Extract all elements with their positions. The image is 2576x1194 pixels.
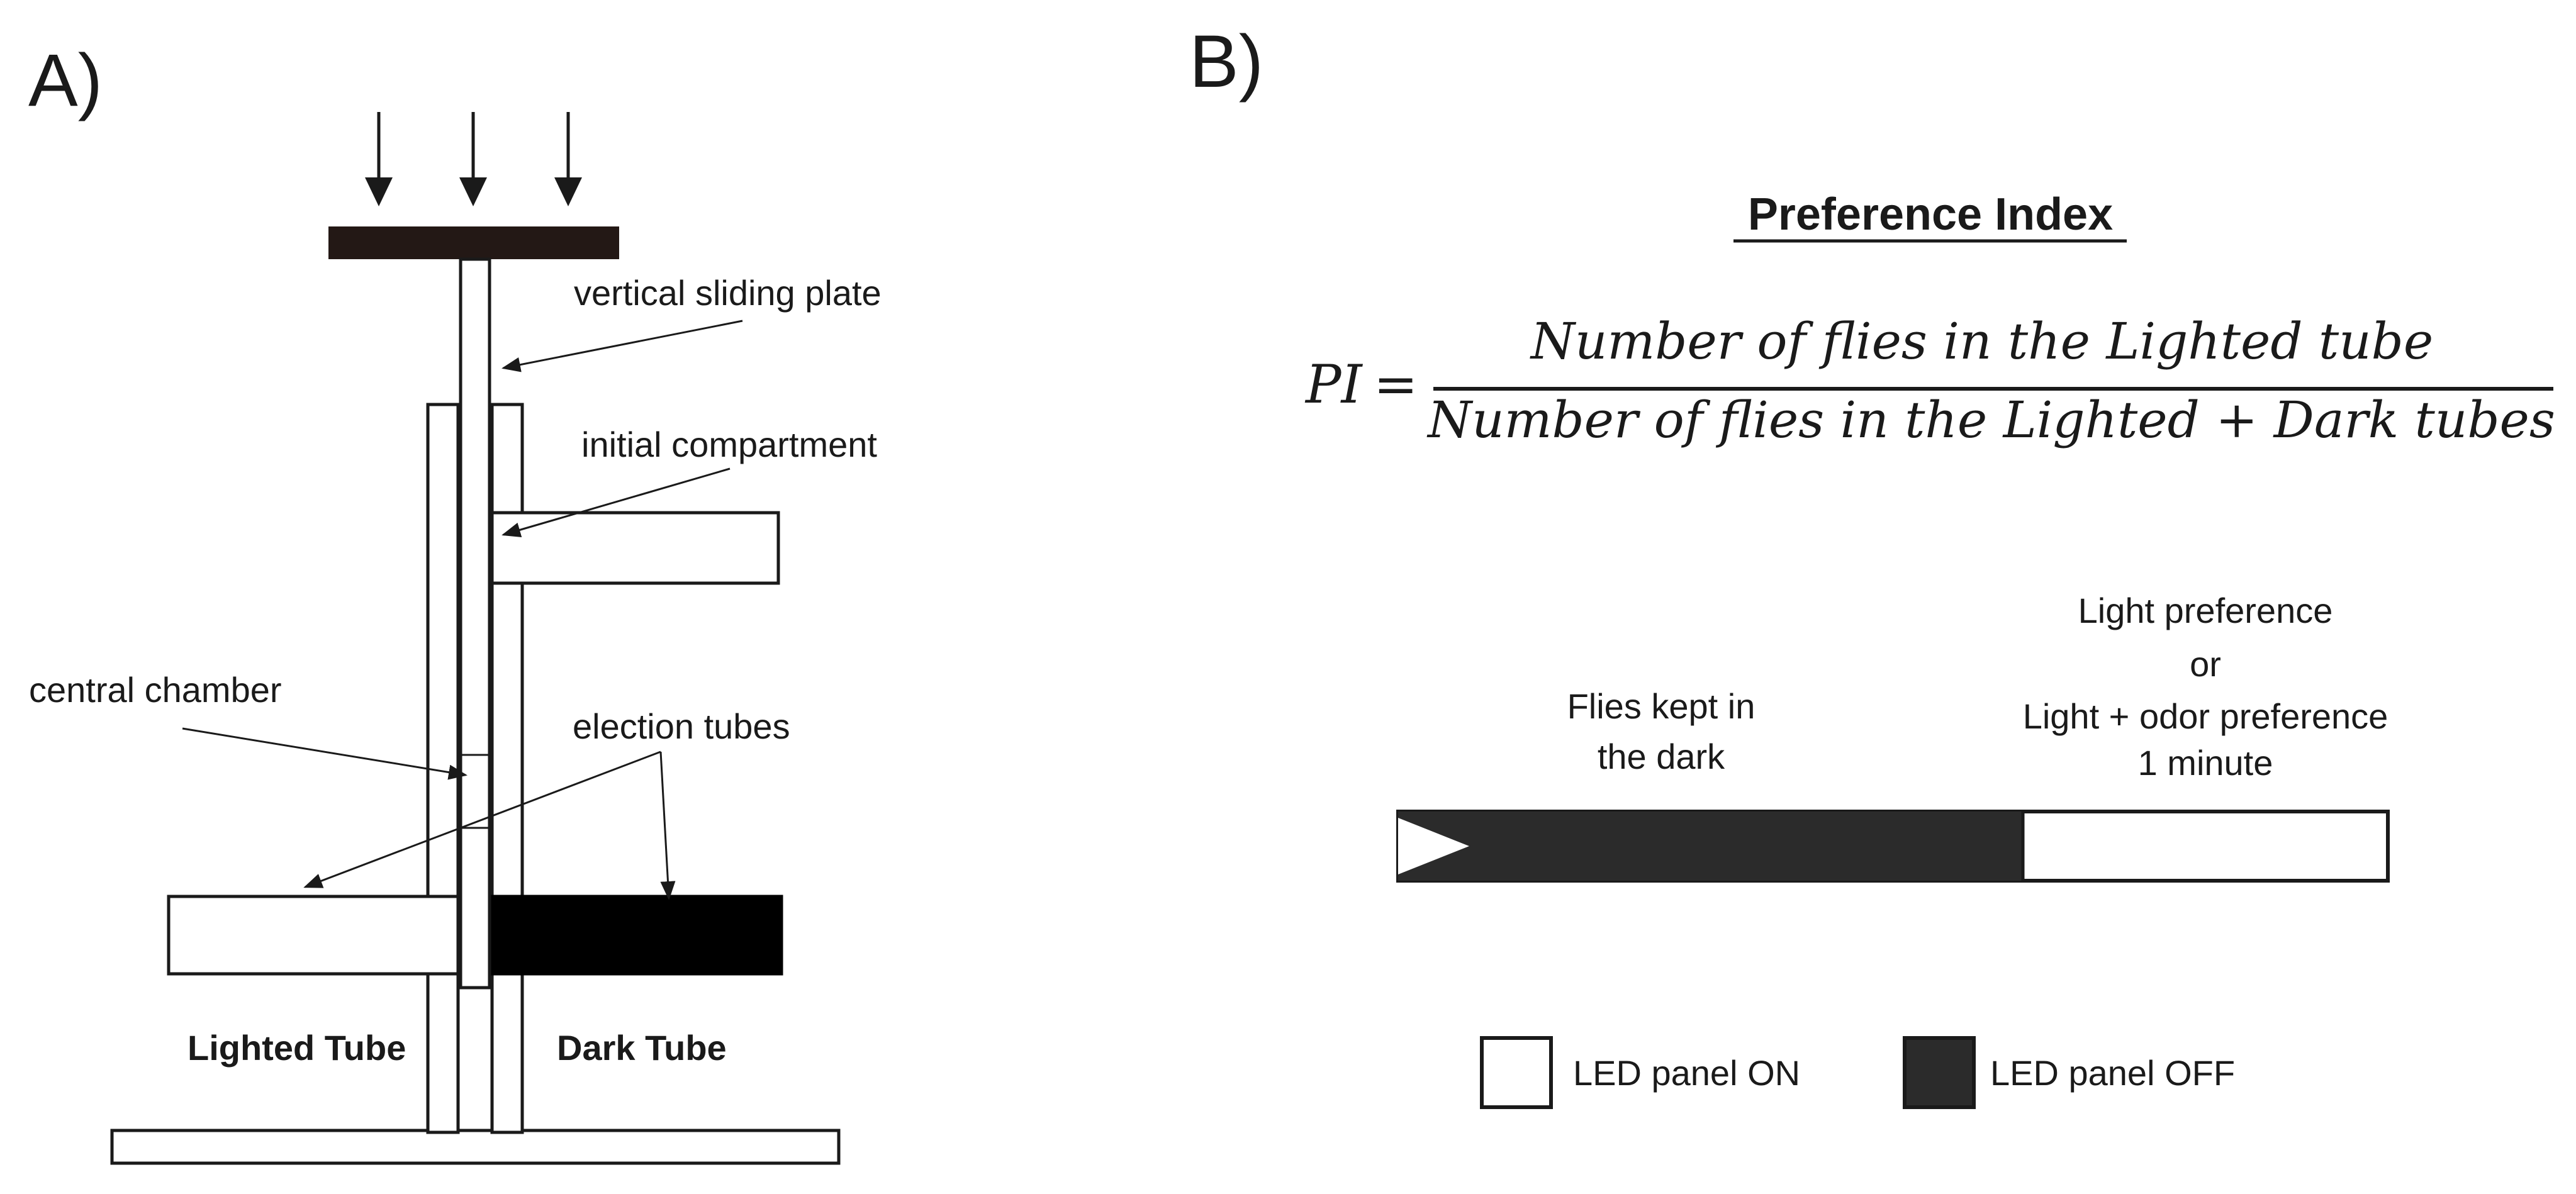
timeline-dark-phase bbox=[1398, 812, 2023, 881]
label-initial-compartment: initial compartment bbox=[581, 425, 877, 464]
light-phase-label-line3: Light + odor preference bbox=[2023, 696, 2388, 736]
legend-led-on-label: LED panel ON bbox=[1573, 1053, 1800, 1093]
label-vertical-sliding-plate: vertical sliding plate bbox=[574, 273, 882, 313]
light-phase-label-line2: or bbox=[2190, 644, 2221, 684]
legend-led-off-label: LED panel OFF bbox=[1990, 1053, 2235, 1093]
formula-numerator: Number of flies in the Lighted tube bbox=[1530, 312, 2433, 371]
formula-denominator: Number of flies in the Lighted + Dark tu… bbox=[1426, 391, 2555, 449]
arrow-election-tube-left bbox=[303, 750, 661, 888]
preference-index-title: Preference Index bbox=[1748, 189, 2113, 240]
light-phase-label-line4: 1 minute bbox=[2138, 743, 2273, 783]
dark-tube bbox=[490, 895, 783, 976]
down-arrow-right-head bbox=[554, 177, 582, 206]
panel-b: B) Preference Index PI = Number of flies… bbox=[1189, 20, 2555, 1109]
formula-lhs: PI bbox=[1304, 354, 1364, 415]
arrow-election-tube-right bbox=[659, 751, 676, 900]
panel-b-label: B) bbox=[1189, 20, 1263, 103]
vertical-sliding-plate bbox=[459, 257, 491, 990]
dark-phase-label-line2: the dark bbox=[1598, 737, 1725, 776]
lighted-tube bbox=[167, 895, 460, 976]
formula-equals: = bbox=[1374, 354, 1418, 415]
label-dark-tube: Dark Tube bbox=[557, 1028, 727, 1068]
light-phase-label-line1: Light preference bbox=[2078, 591, 2333, 630]
dark-phase-label-line1: Flies kept in bbox=[1567, 686, 1756, 726]
label-central-chamber: central chamber bbox=[29, 670, 282, 710]
left-vertical-wall bbox=[426, 403, 460, 1134]
panel-a-label: A) bbox=[28, 39, 103, 122]
arrow-vertical-sliding-plate bbox=[501, 320, 743, 372]
arrow-initial-compartment bbox=[501, 467, 731, 537]
top-plate bbox=[328, 226, 619, 259]
timeline-start-marker bbox=[1398, 818, 1469, 874]
initial-compartment-tube bbox=[490, 511, 780, 585]
label-election-tubes: election tubes bbox=[573, 706, 790, 746]
downward-arrows bbox=[365, 112, 582, 206]
base-plate bbox=[110, 1129, 841, 1165]
down-arrow-left-head bbox=[365, 177, 393, 206]
arrow-central-chamber bbox=[182, 727, 468, 780]
down-arrow-middle-head bbox=[459, 177, 487, 206]
legend-led-off-swatch bbox=[1903, 1036, 1976, 1109]
label-lighted-tube: Lighted Tube bbox=[188, 1028, 406, 1068]
panel-a: A) vertica bbox=[28, 39, 882, 1165]
legend-led-on-swatch bbox=[1480, 1036, 1553, 1109]
